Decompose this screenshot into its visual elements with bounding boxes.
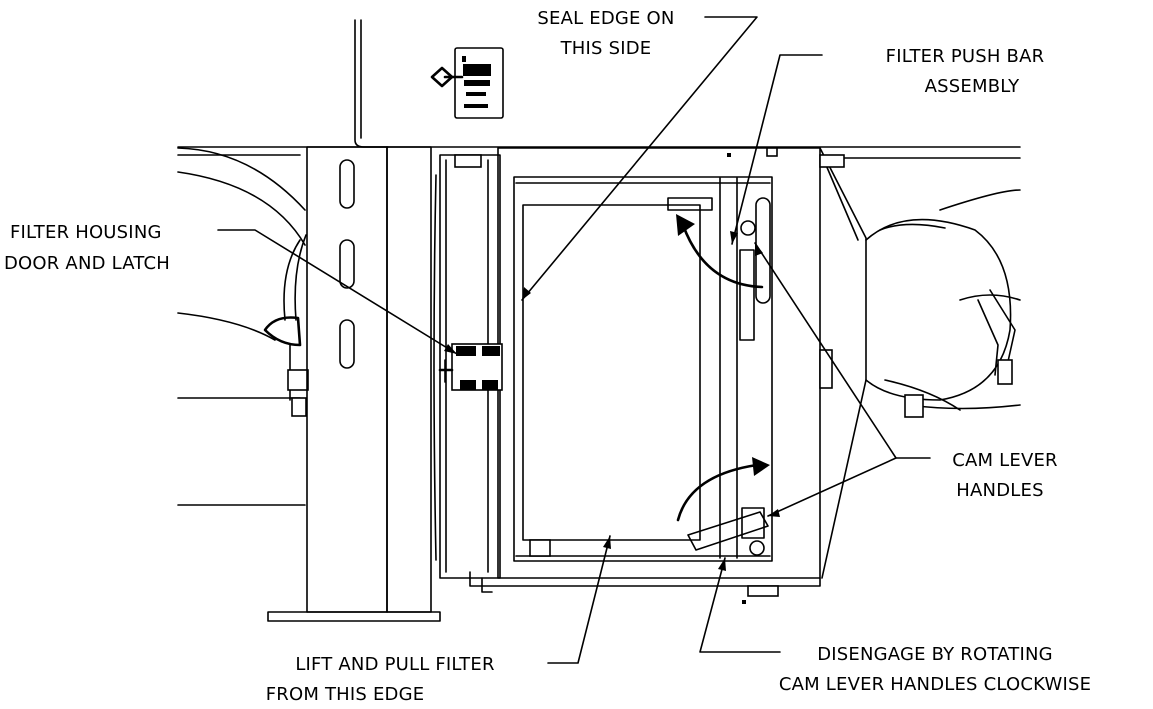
frame-structure bbox=[177, 19, 1021, 622]
lift-pull-line-2: FROM THIS EDGE bbox=[266, 684, 425, 704]
seal-edge-line-1: SEAL EDGE ON bbox=[537, 8, 674, 29]
callout-filter-push-bar: FILTER PUSH BAR ASSEMBLY bbox=[886, 46, 1045, 97]
housing-door-line-2: DOOR AND LATCH bbox=[4, 253, 170, 274]
rotation-arrows bbox=[676, 214, 770, 522]
leader-cam-lever-2 bbox=[767, 457, 897, 517]
seal-edge-line-2: THIS SIDE bbox=[560, 38, 652, 59]
callout-seal-edge: SEAL EDGE ON THIS SIDE bbox=[537, 8, 674, 59]
cam-lever-line-1: CAM LEVER bbox=[952, 450, 1058, 471]
disengage-line-1: DISENGAGE BY ROTATING bbox=[817, 644, 1053, 665]
leader-lines bbox=[217, 16, 931, 664]
housing-door-line-1: FILTER HOUSING bbox=[10, 222, 162, 243]
push-bar-assembly bbox=[667, 197, 771, 556]
leader-cam-lever-1 bbox=[754, 242, 931, 459]
callout-lift-pull-filter: LIFT AND PULL FILTER FROM THIS EDGE bbox=[266, 654, 495, 705]
disengage-line-2: CAM LEVER HANDLES CLOCKWISE bbox=[779, 674, 1091, 695]
lift-pull-line-1: LIFT AND PULL FILTER bbox=[295, 654, 494, 675]
door-latch bbox=[438, 343, 503, 391]
leader-housing-door bbox=[217, 229, 458, 355]
callout-cam-lever-handles: CAM LEVER HANDLES bbox=[952, 450, 1058, 501]
leader-seal-edge bbox=[521, 16, 758, 301]
leader-push-bar bbox=[731, 54, 823, 245]
push-bar-line-1: FILTER PUSH BAR bbox=[886, 46, 1045, 67]
callout-disengage: DISENGAGE BY ROTATING CAM LEVER HANDLES … bbox=[779, 644, 1091, 695]
push-bar-line-2: ASSEMBLY bbox=[925, 76, 1020, 97]
leader-lift-pull bbox=[547, 535, 611, 664]
switch-box bbox=[430, 47, 504, 119]
leader-disengage bbox=[699, 557, 781, 653]
cam-lever-line-2: HANDLES bbox=[956, 480, 1043, 501]
callout-filter-housing-door: FILTER HOUSING DOOR AND LATCH bbox=[4, 222, 170, 274]
